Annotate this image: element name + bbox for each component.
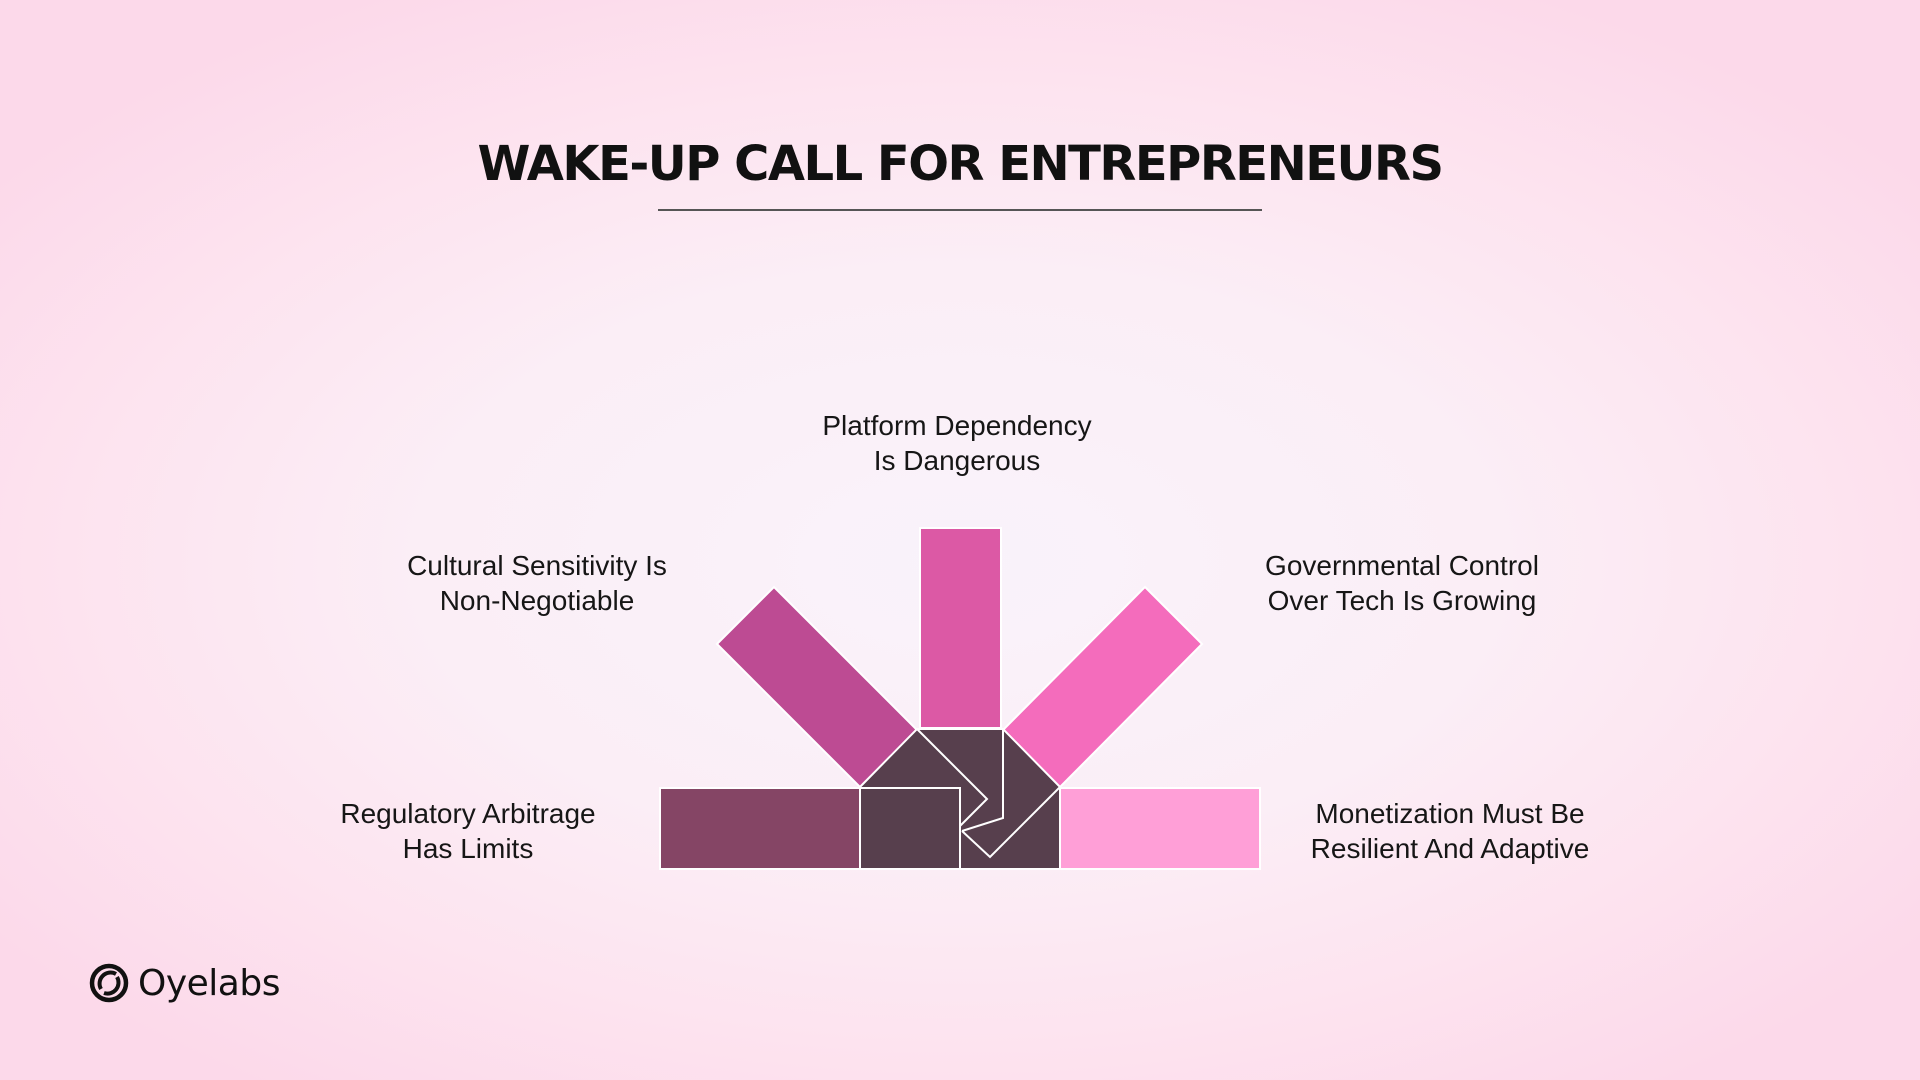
- bar-governmental-control: [1001, 585, 1204, 789]
- bar-regulatory-arbitrage: [659, 787, 861, 870]
- title-underline: [658, 209, 1262, 211]
- oyelabs-logo-icon: [89, 963, 129, 1003]
- bar-monetization: [1059, 787, 1261, 870]
- center-block: [859, 728, 1061, 870]
- bar-cultural-sensitivity: [715, 585, 919, 789]
- page-title: WAKE-UP CALL FOR ENTREPRENEURS: [477, 136, 1444, 192]
- bar-platform-dependency: [919, 527, 1002, 729]
- brand-name: Oyelabs: [138, 962, 280, 1004]
- brand-logo: Oyelabs: [88, 958, 280, 1008]
